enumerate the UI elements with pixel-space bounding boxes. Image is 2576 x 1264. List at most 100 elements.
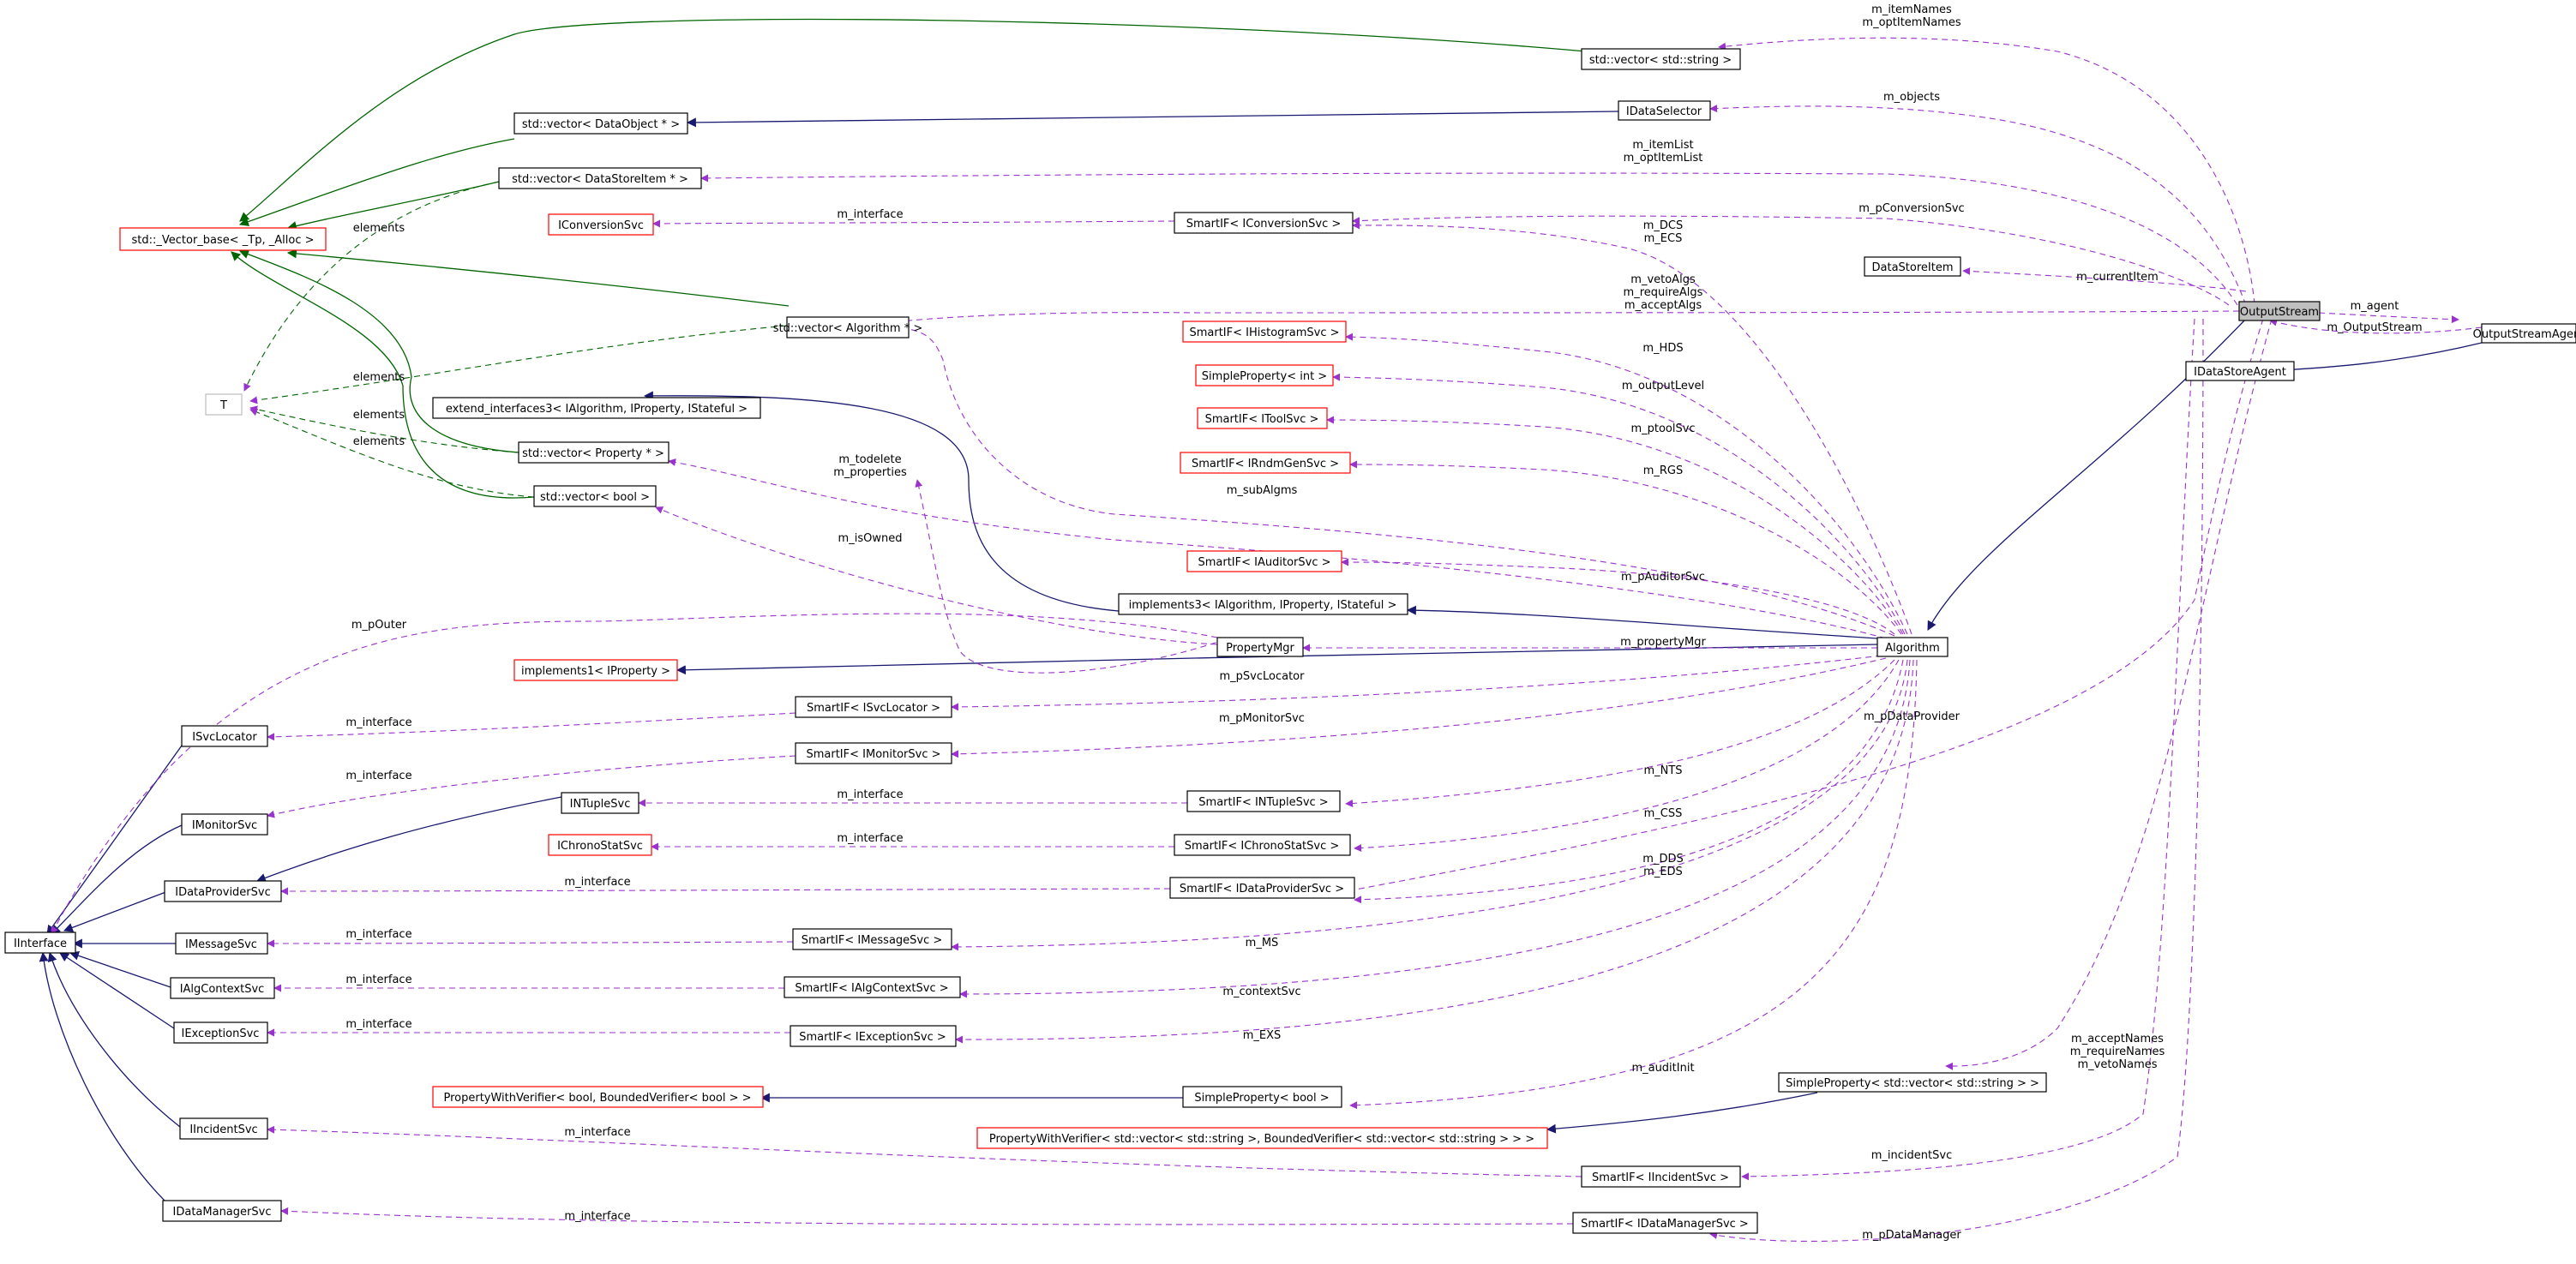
node-sif-algcontext[interactable]: SmartIF< IAlgContextSvc > [784,976,961,998]
edge-alg-pauditor [1341,558,1895,635]
edge-mi-datamanager [280,1207,1574,1225]
edge-idatamanager-iinterface [39,951,169,1205]
node-vec-datastoreitem[interactable]: std::vector< DataStoreItem * > [498,167,702,189]
label-p-conversion-svc: m_pConversionSvc [1858,202,1964,215]
node-implements3[interactable]: implements3< IAlgorithm, IProperty, ISta… [1118,593,1408,615]
edge-elements-property [249,405,519,453]
node-implements1[interactable]: implements1< IProperty > [513,659,678,681]
node-vector-base-label: std::_Vector_base< _Tp, _Alloc > [131,234,314,247]
node-output-stream[interactable]: OutputStream [2238,301,2321,321]
node-sif-message[interactable]: SmartIF< IMessageSvc > [792,928,952,950]
edge-alg-ms [951,659,1908,951]
node-ialgcontext-svc-label: IAlgContextSvc [180,983,265,996]
nodes: OutputStream OutputStreamAgent IDataStor… [4,48,2576,1234]
edge-alg-subalgms [895,324,1895,637]
node-vec-dataobject-label: std::vector< DataObject * > [522,118,680,131]
node-output-stream-label: OutputStream [2240,306,2319,319]
node-algorithm[interactable]: Algorithm [1876,637,1949,657]
node-pwv-bool-label: PropertyWithVerifier< bool, BoundedVerif… [443,1092,751,1105]
label-interface-message: m_interface [345,928,411,941]
edge-vecbool-vectorbase [231,251,535,499]
edge-mi-dataprovider [280,887,1171,896]
node-idata-store-agent[interactable]: IDataStoreAgent [2185,361,2295,381]
edge-mi-message [267,939,794,948]
node-pwv-bool[interactable]: PropertyWithVerifier< bool, BoundedVerif… [432,1086,764,1108]
edge-vecdatastoreitem-vectorbase [286,181,500,231]
edge-alg-ptool [1326,416,1904,635]
node-isvc-locator[interactable]: ISvcLocator [181,725,268,747]
node-simple-prop-bool[interactable]: SimpleProperty< bool > [1182,1086,1342,1108]
node-imessage-svc-label: IMessageSvc [185,938,257,951]
node-idata-store-agent-label: IDataStoreAgent [2194,366,2286,379]
node-iexception-svc[interactable]: IExceptionSvc [173,1021,268,1044]
node-sif-tool[interactable]: SmartIF< IToolSvc > [1197,407,1328,429]
node-t[interactable]: T [205,393,243,416]
node-ichronostat-svc[interactable]: IChronoStatSvc [548,834,652,856]
node-data-store-item[interactable]: DataStoreItem [1864,256,1961,277]
node-sif-svclocator[interactable]: SmartIF< ISvcLocator > [795,696,952,718]
node-idataprovider-svc[interactable]: IDataProviderSvc [164,880,282,902]
node-sif-conversion[interactable]: SmartIF< IConversionSvc > [1174,212,1354,234]
node-isvc-locator-label: ISvcLocator [192,731,257,744]
node-extend-interfaces[interactable]: extend_interfaces3< IAlgorithm, IPropert… [432,397,761,419]
node-intuple-svc[interactable]: INTupleSvc [561,792,639,814]
label-ptool-svc: m_ptoolSvc [1630,422,1695,435]
node-property-mgr[interactable]: PropertyMgr [1216,637,1304,657]
node-vec-string-label: std::vector< std::string > [1589,54,1732,67]
node-sif-chrono-label: SmartIF< IChronoStatSvc > [1185,840,1340,853]
node-sif-histogram[interactable]: SmartIF< IHistogramSvc > [1182,320,1347,343]
node-sif-chrono[interactable]: SmartIF< IChronoStatSvc > [1174,834,1351,856]
node-sif-algcontext-label: SmartIF< IAlgContextSvc > [795,982,948,995]
node-vec-dataobject[interactable]: std::vector< DataObject * > [513,112,688,135]
node-vec-bool[interactable]: std::vector< bool > [533,485,657,507]
edge-iexception-iinterface [59,952,175,1029]
edge-ialgcontext-iinterface [69,950,171,988]
node-t-label: T [219,399,227,412]
label-psvc-locator: m_pSvcLocator [1220,670,1306,683]
node-implements1-label: implements1< IProperty > [521,665,670,678]
node-iinterface-label: IInterface [14,938,67,950]
node-output-stream-agent[interactable]: OutputStreamAgent [2473,323,2576,344]
node-sif-auditor[interactable]: SmartIF< IAuditorSvc > [1186,550,1342,572]
node-vec-string[interactable]: std::vector< std::string > [1581,48,1741,70]
edge-alg-monitor [951,657,1887,758]
edge-alg-outputlevel [1332,373,1906,635]
node-simple-prop-int[interactable]: SimpleProperty< int > [1195,364,1334,386]
node-sif-datamanager[interactable]: SmartIF< IDataManagerSvc > [1572,1212,1758,1234]
node-idata-selector[interactable]: IDataSelector [1618,100,1711,121]
node-ichronostat-svc-label: IChronoStatSvc [557,840,643,853]
node-sif-rndm[interactable]: SmartIF< IRndmGenSvc > [1180,452,1351,474]
edge-os-agent [2318,312,2459,324]
node-sif-ntuple[interactable]: SmartIF< INTupleSvc > [1186,790,1341,812]
node-property-mgr-label: PropertyMgr [1226,642,1294,655]
node-ialgcontext-svc[interactable]: IAlgContextSvc [170,977,275,999]
node-sif-exception[interactable]: SmartIF< IExceptionSvc > [790,1025,957,1047]
node-iconversion-svc[interactable]: IConversionSvc [548,213,654,236]
node-vec-property[interactable]: std::vector< Property * > [518,441,670,464]
edge-alg-svclocator [951,655,1882,711]
edge-vecalgorithm-vectorbase [286,249,790,307]
label-interface-exception: m_interface [345,1018,411,1031]
node-simple-prop-vecstr[interactable]: SimpleProperty< std::vector< std::string… [1778,1072,2047,1093]
node-idatamanager-svc[interactable]: IDataManagerSvc [162,1200,282,1222]
node-iinterface[interactable]: IInterface [4,932,76,954]
label-output-stream: m_OutputStream [2327,321,2422,334]
node-imonitor-svc[interactable]: IMonitorSvc [181,813,268,836]
node-sif-incident[interactable]: SmartIF< IIncidentSvc > [1581,1165,1741,1188]
node-vec-algorithm[interactable]: std::vector< Algorithm * > [773,316,922,338]
edge-idataselector-vecdataobject [686,111,1619,128]
node-sif-monitor[interactable]: SmartIF< IMonitorSvc > [795,742,952,764]
node-sif-ntuple-label: SmartIF< INTupleSvc > [1198,796,1328,809]
node-imessage-svc[interactable]: IMessageSvc [175,932,268,955]
edge-alg-todelete [668,458,1887,639]
node-iincident-svc[interactable]: IIncidentSvc [179,1117,268,1140]
node-sif-dataprovider[interactable]: SmartIF< IDataProviderSvc > [1169,877,1355,899]
label-interface-chrono: m_interface [837,832,903,845]
edge-alg-dds [1354,659,1904,904]
node-vector-base[interactable]: std::_Vector_base< _Tp, _Alloc > [119,227,327,251]
node-pwv-vecstr[interactable]: PropertyWithVerifier< std::vector< std::… [976,1127,1548,1149]
